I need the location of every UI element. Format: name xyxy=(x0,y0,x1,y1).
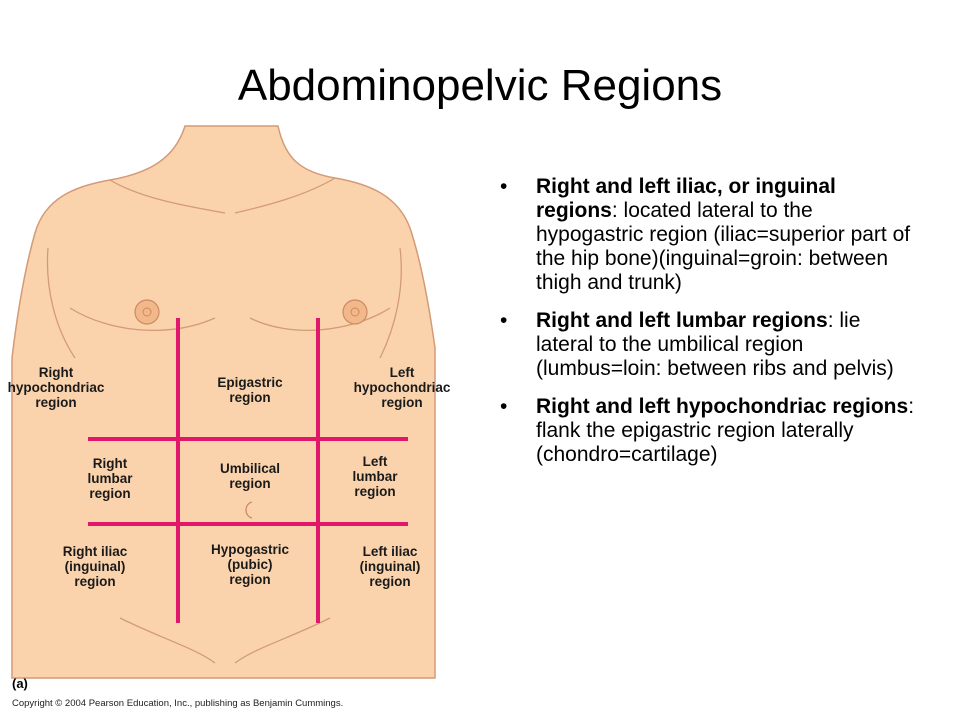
bullet-description: : flank the epigastric region laterally … xyxy=(536,395,915,466)
bullet-glyph: • xyxy=(500,309,508,332)
arm-line-right xyxy=(379,247,402,359)
nipple-right xyxy=(342,299,368,325)
bullet-description: : located lateral to the hypogastric reg… xyxy=(536,199,911,294)
clavicle-line-right xyxy=(234,177,336,214)
navel xyxy=(245,501,253,519)
arm-line-left xyxy=(46,247,76,359)
label-left-iliac: Left iliac(inguinal)region xyxy=(359,544,421,589)
bullet-item: • Right and left hypochondriac regions: … xyxy=(500,395,920,467)
bullet-glyph: • xyxy=(500,395,508,418)
torso-illustration xyxy=(11,125,436,679)
bullet-item: • Right and left lumbar regions: lie lat… xyxy=(500,309,920,381)
nipple-left xyxy=(134,299,160,325)
nipple-right-inner xyxy=(350,307,360,317)
figure-letter: (a) xyxy=(12,676,28,691)
slide-title: Abdominopelvic Regions xyxy=(237,61,723,110)
bullet-description: : lie lateral to the umbilical region (l… xyxy=(536,309,894,380)
label-hypogastric: Hypogastric(pubic)region xyxy=(210,542,290,587)
bullet-glyph: • xyxy=(500,175,508,198)
clavicle-line-left xyxy=(109,179,226,214)
hip-line-right xyxy=(234,617,331,664)
bullet-item: • Right and left iliac, or inguinal regi… xyxy=(500,175,920,295)
bullet-term: Right and left iliac, or inguinal region… xyxy=(536,175,836,222)
bullet-term: Right and left hypochondriac regions xyxy=(536,395,909,418)
copyright-notice: Copyright © 2004 Pearson Education, Inc.… xyxy=(12,698,344,709)
nipple-left-inner xyxy=(142,307,152,317)
bullet-term: Right and left lumbar regions xyxy=(536,309,828,332)
torso-body xyxy=(11,125,436,679)
bullet-list: • Right and left iliac, or inguinal regi… xyxy=(500,175,920,481)
hip-line-left xyxy=(119,617,216,664)
pectoral-line-left xyxy=(69,307,216,331)
label-right-iliac: Right iliac(inguinal)region xyxy=(62,544,128,589)
